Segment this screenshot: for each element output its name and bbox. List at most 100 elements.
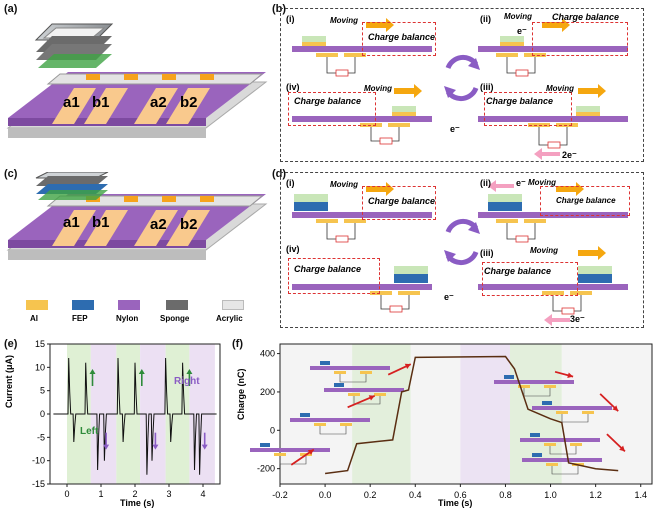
inset-electrode [582, 411, 594, 414]
moving-label-b-iv: Moving [364, 84, 392, 93]
material-legend: Al FEP Nylon Sponge Acrylic [26, 300, 266, 324]
x-tick-label: 1 [98, 489, 103, 499]
inset-nylon [290, 418, 370, 422]
inset-circuit [523, 388, 551, 397]
inset-electrode [360, 371, 372, 374]
inset-fep [532, 453, 542, 457]
electron-label-d-iv: e⁻ [444, 292, 454, 302]
inset-nylon [522, 458, 602, 462]
legend-swatch-fep [72, 300, 94, 310]
electron-label-b-iv: e⁻ [450, 124, 460, 134]
step-label-b-iv: (iv) [286, 82, 300, 92]
device-illustration-a [6, 23, 268, 138]
inset-electrode [544, 385, 556, 388]
charge-balance-label-d-iii: Charge balance [484, 266, 552, 276]
y-tick-label: -10 [32, 456, 45, 466]
inset-nylon [520, 438, 600, 442]
legend-swatch-al [26, 300, 48, 310]
device-illustration-c [6, 172, 268, 260]
x-tick-label: 1.0 [544, 490, 557, 500]
charge-balance-label-b-ii: Charge balance [552, 12, 620, 22]
inset-electrode [518, 385, 530, 388]
y-tick-label: 200 [260, 387, 275, 397]
y-tick-label: -15 [32, 479, 45, 489]
moving-label-b-ii: Moving [504, 12, 532, 21]
time-band [280, 344, 353, 484]
inset-nylon [324, 388, 404, 392]
legend-label-nylon: Nylon [116, 314, 139, 323]
legend-swatch-nylon [118, 300, 140, 310]
inset-nylon [250, 448, 330, 452]
moving-label-d-i: Moving [330, 180, 358, 189]
inset-fep [320, 361, 330, 365]
legend-label-fep: FEP [72, 314, 88, 323]
direction-arrowhead [138, 369, 145, 374]
inset-fep [334, 383, 344, 387]
inset-circuit [549, 446, 577, 455]
y-tick-label: 5 [40, 386, 45, 396]
sequence-arrowhead [612, 405, 619, 412]
electron-label-b-ii: e⁻ [517, 26, 527, 36]
x-tick-label: 1.2 [589, 490, 602, 500]
charge-ylabel: Charge (nC) [236, 368, 246, 421]
inset-electrode [348, 393, 360, 396]
inset-fep [530, 433, 540, 437]
charge-balance-box-d-iii [482, 262, 578, 296]
charge-balance-box-d-ii [540, 186, 630, 216]
charge-balance-label-d-iv: Charge balance [294, 264, 362, 274]
inset-electrode [546, 463, 558, 466]
step-label-b-i: (i) [286, 14, 295, 24]
legend-label-al: Al [30, 314, 38, 323]
direction-arrowhead [186, 369, 193, 374]
x-tick-label: 0.6 [454, 490, 467, 500]
moving-label-d-ii: Moving [528, 178, 556, 187]
direction-arrowhead [103, 444, 110, 450]
step-label-d-iii: (iii) [480, 248, 494, 258]
time-band [410, 344, 461, 484]
inset-circuit [353, 396, 381, 405]
electrode-label-a2-c: a2 [150, 216, 167, 233]
step-label-d-i: (i) [286, 178, 295, 188]
inset-electrode [274, 453, 286, 456]
moving-label-d-iii: Moving [530, 246, 558, 255]
inset-electrode [544, 443, 556, 446]
inset-electrode [314, 423, 326, 426]
charge-balance-box-b-i [362, 22, 436, 56]
time-band [460, 344, 510, 484]
legend-label-sponge: Sponge [160, 314, 190, 323]
sequence-arrowhead [307, 449, 314, 455]
charge-balance-box-b-iv [288, 92, 376, 126]
electrode-label-b2: b2 [180, 94, 198, 111]
charge-balance-box-b-iii [484, 92, 572, 126]
panel-label-a: (a) [4, 3, 18, 15]
y-tick-label: -200 [257, 464, 275, 474]
inset-electrode [374, 393, 386, 396]
x-tick-label: 0 [64, 489, 69, 499]
direction-arrowhead [201, 444, 208, 450]
panel-label-e: (e) [4, 338, 18, 350]
x-tick-label: 0.4 [409, 490, 422, 500]
electron-label-d-ii: e⁻ [516, 178, 526, 188]
time-band [352, 344, 411, 484]
y-tick-label: 400 [260, 349, 275, 359]
panel-label-f: (f) [232, 338, 243, 350]
charge-balance-label-b-iv: Charge balance [294, 96, 362, 106]
moving-label-b-i: Moving [330, 16, 358, 25]
electrode-label-b1: b1 [92, 94, 110, 111]
x-tick-label: 2 [132, 489, 137, 499]
electrode-label-a1-c: a1 [63, 214, 80, 231]
y-tick-label: 15 [35, 339, 45, 349]
panel-label-b: (b) [272, 3, 287, 15]
inset-fep [504, 375, 514, 379]
charge-balance-box-d-iv [288, 258, 380, 294]
x-tick-label: 3 [166, 489, 171, 499]
charge-balance-label-b-i: Charge balance [368, 32, 436, 42]
inset-fep [542, 401, 552, 405]
y-tick-label: -5 [37, 432, 45, 442]
inset-electrode [340, 423, 352, 426]
sequence-arrowhead [619, 445, 625, 452]
charge-balance-label-b-iii: Charge balance [486, 96, 554, 106]
electron-label-d-iii: 3e⁻ [570, 314, 585, 324]
